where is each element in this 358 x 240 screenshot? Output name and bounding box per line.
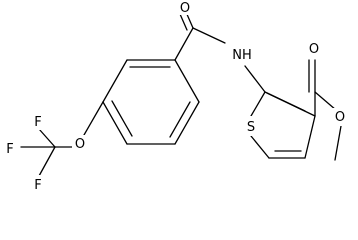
fluorine-bottom-label: F [34, 178, 41, 193]
bond-n-thiophene [244, 65, 266, 93]
bond-benzene-inner-3 [169, 101, 191, 138]
bond-thiophene-c4-c3 [304, 115, 316, 159]
fluorine-top-label: F [34, 115, 41, 130]
bond-c-f-bottom [38, 146, 56, 177]
ester-carbonyl-oxygen-label: O [309, 42, 319, 57]
bond-benzene-inner-2 [111, 100, 133, 137]
ether-oxygen-label: O [75, 137, 85, 152]
bond-amide-c-n [192, 27, 226, 44]
ester-oxygen-label: O [335, 110, 345, 125]
carbonyl-oxygen-label: O [180, 1, 190, 16]
bond-benzene-5 [174, 101, 200, 145]
amide-nh-label: NH [232, 48, 252, 63]
structure-diagram: O NH O O O S F F F [2, 0, 349, 193]
bond-aryl-o [83, 101, 104, 136]
bond-ester-c-oalkyl [314, 91, 337, 111]
bond-amide-c-aryl [174, 27, 194, 61]
bond-ester-o-ch3 [334, 125, 342, 161]
bonds-layer [20, 11, 342, 177]
fluorine-left-label: F [6, 142, 13, 157]
bond-benzene-2 [102, 59, 128, 103]
thiophene-sulfur-label: S [247, 120, 255, 135]
bond-benzene-3 [102, 101, 128, 145]
bond-thiophene-c3-c2-inner [266, 92, 306, 112]
bond-amide-c-o-2 [179, 13, 188, 31]
bond-thiophene-s-c5 [250, 135, 270, 159]
bond-c-f-top [38, 128, 56, 148]
bond-thiophene-c2-s [250, 91, 266, 117]
bond-benzene-6 [174, 59, 200, 103]
atom-labels-layer: O NH O O O S F F F [2, 0, 349, 193]
